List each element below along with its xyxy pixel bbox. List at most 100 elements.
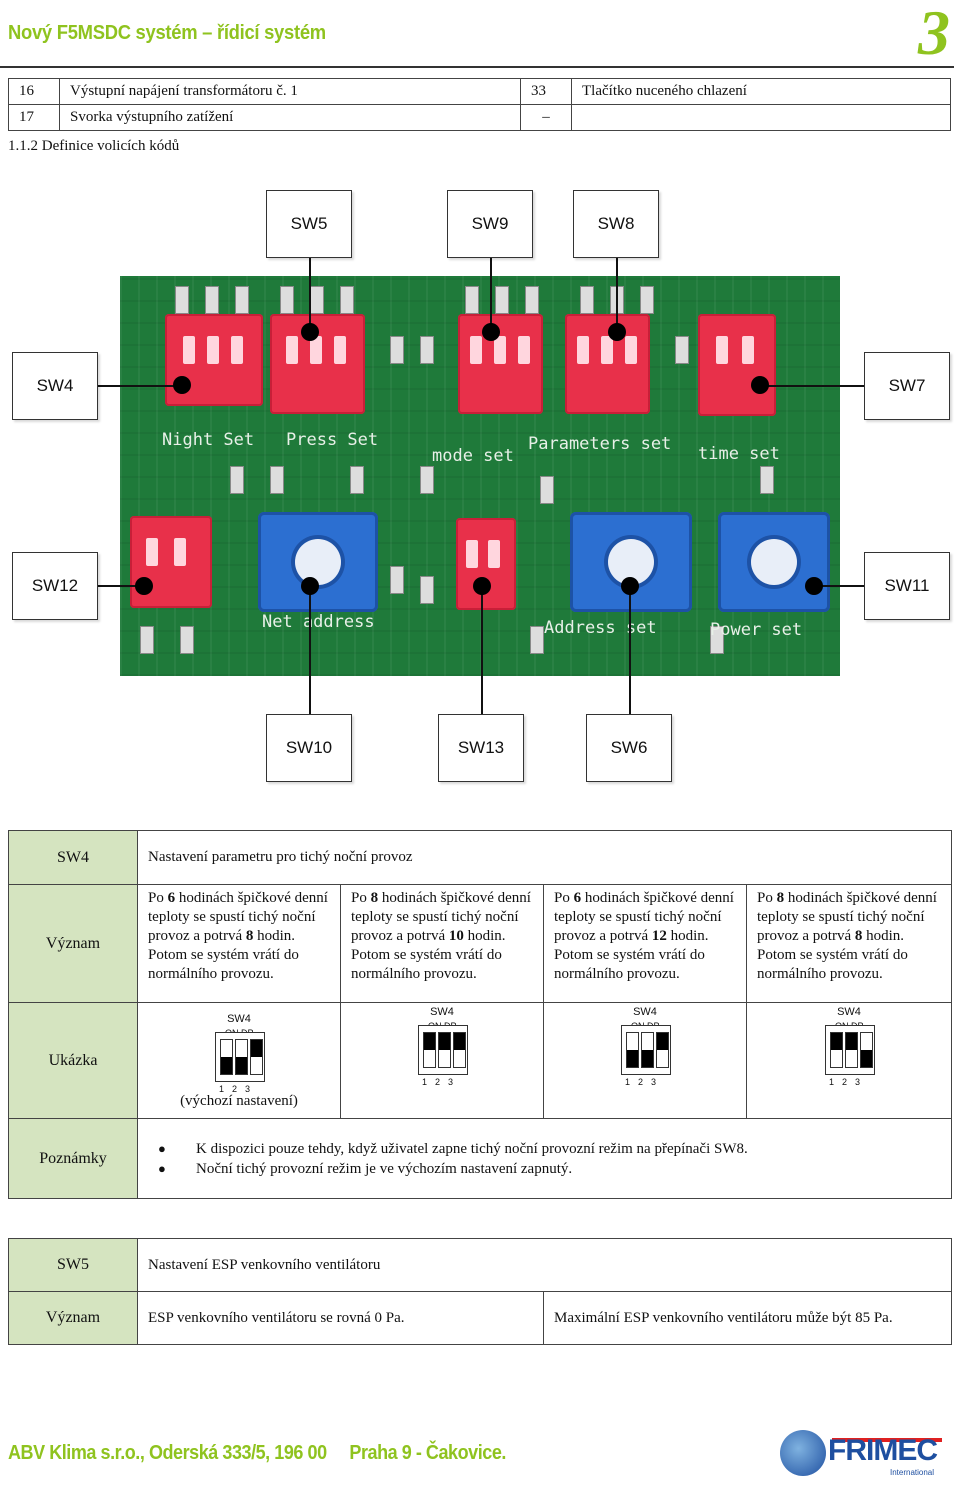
dip-switch-sw9: [458, 314, 543, 414]
sw4-example-4: SW4ON DP123: [746, 1002, 952, 1119]
notes-label: Poznámky: [8, 1118, 138, 1199]
dip-diagram-body: [215, 1032, 265, 1082]
dip-knob: [861, 1050, 872, 1067]
example-label: Ukázka: [8, 1002, 138, 1119]
dip-diagram-title: SW4: [837, 1006, 861, 1018]
dip-knob: [251, 1040, 262, 1057]
sw4-option-3: Po 6 hodinách špičkové denní teploty se …: [543, 884, 747, 1003]
meaning-label: Význam: [8, 1291, 138, 1345]
sw4-example-2: SW4ON DP123: [340, 1002, 544, 1119]
table-row: Význam Po 6 hodinách špičkové denní tepl…: [8, 884, 952, 1003]
table-row: Význam ESP venkovního ventilátoru se rov…: [8, 1291, 953, 1345]
dip-diagram-numbers: 123: [625, 1077, 665, 1087]
dip-diagram-body: [621, 1025, 671, 1075]
dip-slot: [438, 1032, 451, 1068]
sw5-option-1: ESP venkovního ventilátoru se rovná 0 Pa…: [137, 1291, 544, 1345]
dip-diagram-title: SW4: [430, 1006, 454, 1018]
sw4-example-3: SW4ON DP123: [543, 1002, 747, 1119]
dip-knob: [439, 1033, 450, 1050]
silk-parameters-set: Parameters set: [528, 434, 672, 454]
sw4-id: SW4: [8, 830, 138, 885]
rotary-switch-sw6: [570, 512, 692, 612]
dip-knob: [454, 1033, 465, 1050]
sw5-id: SW5: [8, 1238, 138, 1292]
label-sw7: SW7: [864, 352, 950, 420]
label-sw12: SW12: [12, 552, 98, 620]
rotary-switch-sw11: [718, 512, 830, 612]
dip-diagram: SW4ON DP123: [209, 1010, 269, 1094]
dip-slot: [453, 1032, 466, 1068]
sw5-table: SW5 Nastavení ESP venkovního ventilátoru…: [8, 1238, 953, 1345]
sw4-table: SW4 Nastavení parametru pro tichý noční …: [8, 830, 952, 1199]
table-row: Ukázka SW4ON DP123(výchozí nastavení) SW…: [8, 1002, 952, 1119]
table-row: SW5 Nastavení ESP venkovního ventilátoru: [8, 1238, 953, 1292]
dip-diagram: SW4ON DP123: [615, 1003, 675, 1087]
dip-slot: [830, 1032, 843, 1068]
dip-diagram-numbers: 123: [829, 1077, 869, 1087]
silk-net-address: Net address: [262, 612, 375, 632]
dip-slot: [626, 1032, 639, 1068]
sw4-option-4: Po 8 hodinách špičkové denní teploty se …: [746, 884, 952, 1003]
dip-diagram-numbers: 123: [219, 1084, 259, 1094]
dip-slot: [641, 1032, 654, 1068]
dip-switch-sw7: [698, 314, 776, 416]
rotary-switch-sw10: [258, 512, 378, 612]
sw4-option-1: Po 6 hodinách špičkové denní teploty se …: [137, 884, 341, 1003]
silk-time-set: time set: [698, 444, 780, 464]
dip-diagram-title: SW4: [227, 1013, 251, 1025]
chapter-number: 3: [918, 0, 950, 68]
dip-slot: [845, 1032, 858, 1068]
table-row: Poznámky K dispozici pouze tehdy, když u…: [8, 1118, 952, 1199]
dip-diagram-title: SW4: [633, 1006, 657, 1018]
table-row: SW4 Nastavení parametru pro tichý noční …: [8, 830, 952, 885]
dip-knob: [236, 1057, 247, 1074]
meaning-label: Význam: [8, 884, 138, 1003]
dip-diagram: SW4ON DP123: [412, 1003, 472, 1087]
silk-power-set: Power set: [710, 620, 803, 640]
label-sw10: SW10: [266, 714, 352, 782]
table-row: 17 Svorka výstupního zatížení –: [8, 104, 951, 131]
sw4-notes: K dispozici pouze tehdy, když uživatel z…: [137, 1118, 952, 1199]
label-sw11: SW11: [864, 552, 950, 620]
dip-slot: [235, 1039, 248, 1075]
logo-globe-icon: [780, 1430, 826, 1476]
header-rule: [0, 66, 954, 68]
label-sw5: SW5: [266, 190, 352, 258]
dip-knob: [221, 1057, 232, 1074]
dip-switch-sw8: [565, 314, 650, 414]
header-title: Nový F5MSDC systém – řídicí systém: [8, 22, 326, 44]
sw4-title: Nastavení parametru pro tichý noční prov…: [137, 830, 952, 885]
section-heading: 1.1.2 Definice volicích kódů: [8, 138, 180, 154]
dip-knob: [657, 1033, 668, 1050]
silk-address-set: Address set: [544, 618, 657, 638]
list-item: K dispozici pouze tehdy, když uživatel z…: [158, 1139, 941, 1159]
silk-night-set: Night Set: [162, 430, 255, 450]
dip-diagram: SW4ON DP123: [819, 1003, 879, 1087]
label-sw8: SW8: [573, 190, 659, 258]
label-sw13: SW13: [438, 714, 524, 782]
dip-knob: [424, 1033, 435, 1050]
list-item: Noční tichý provozní režim je ve výchozí…: [158, 1159, 941, 1179]
dip-knob: [642, 1050, 653, 1067]
sw4-example-1: SW4ON DP123(výchozí nastavení): [137, 1002, 341, 1119]
dip-knob: [846, 1033, 857, 1050]
dip-slot: [423, 1032, 436, 1068]
dip-slot: [250, 1039, 263, 1075]
dip-diagram-body: [825, 1025, 875, 1075]
dip-diagram-numbers: 123: [422, 1077, 462, 1087]
dip-slot: [860, 1032, 873, 1068]
dip-slot: [656, 1032, 669, 1068]
label-sw9: SW9: [447, 190, 533, 258]
frimec-logo: FRIMEC International: [780, 1430, 945, 1480]
silk-mode-set: mode set: [432, 446, 514, 466]
sw4-option-2: Po 8 hodinách špičkové denní teploty se …: [340, 884, 544, 1003]
dip-knob: [831, 1033, 842, 1050]
pcb-photo: Night Set Press Set mode set Parameters …: [120, 276, 840, 676]
label-sw4: SW4: [12, 352, 98, 420]
label-sw6: SW6: [586, 714, 672, 782]
table-row: 16 Výstupní napájení transformátoru č. 1…: [8, 78, 951, 105]
dip-knob: [627, 1050, 638, 1067]
dip-switch-sw13: [456, 518, 516, 610]
parts-table: 16 Výstupní napájení transformátoru č. 1…: [8, 78, 951, 131]
switch-board-figure: Night Set Press Set mode set Parameters …: [0, 180, 960, 800]
